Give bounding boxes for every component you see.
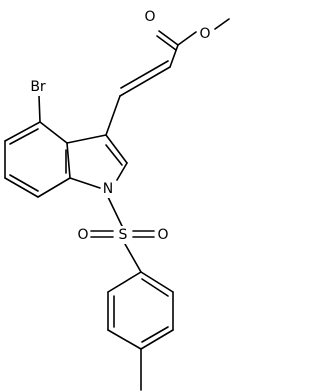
bromine-label: Br [30, 79, 46, 95]
sulfur-label: S [119, 227, 128, 243]
sulfonyl-oxygen-left-label: O [77, 227, 88, 243]
atom-labels: O O Br N S O O [27, 8, 212, 244]
ester-oxygen-label: O [199, 26, 210, 42]
sulfonyl-oxygen-right-label: O [157, 227, 168, 243]
structure-canvas: O O Br N S O O [4, 8, 230, 391]
indole-nitrogen-label: N [103, 181, 113, 197]
carbonyl-oxygen-label: O [144, 9, 155, 25]
bond-lines [4, 18, 230, 391]
molecule-diagram: O O Br N S O O [4, 8, 230, 391]
